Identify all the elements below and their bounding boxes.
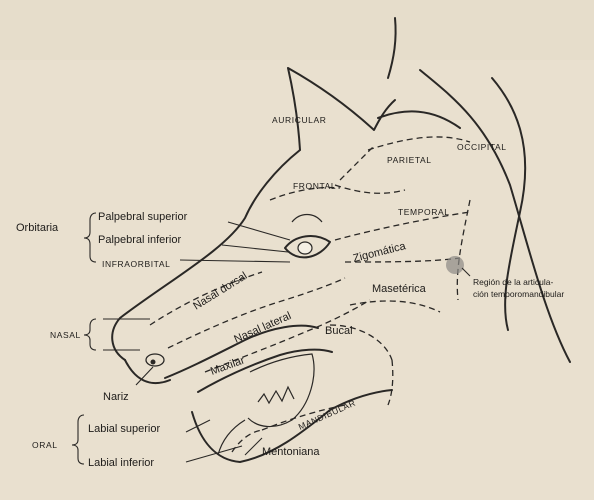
label-orbitaria: Orbitaria	[16, 222, 59, 234]
label-nariz: Nariz	[103, 391, 129, 403]
label-mentoniana: Mentoniana	[262, 446, 320, 458]
label-infraorbital: INFRAORBITAL	[102, 259, 170, 269]
label-occipital: OCCIPITAL	[457, 142, 507, 152]
eye-ball	[298, 242, 312, 254]
label-temporal: TEMPORAL	[398, 207, 450, 217]
label-region-line-1: Región de la articula-	[473, 277, 553, 287]
nostril-dot	[151, 360, 156, 365]
label-maseterica: Masetérica	[372, 283, 427, 295]
label-labial-inferior: Labial inferior	[88, 457, 154, 469]
label-nasal: NASAL	[50, 330, 81, 340]
label-auricular: AURICULAR	[272, 115, 327, 125]
label-frontal: FRONTAL	[293, 181, 336, 191]
paper-shade	[0, 0, 594, 60]
label-palpebral-inferior: Palpebral inferior	[98, 234, 181, 246]
label-palpebral-superior: Palpebral superior	[98, 211, 188, 223]
label-region-line-2: ción temporomandibular	[473, 289, 564, 299]
label-parietal: PARIETAL	[387, 155, 432, 165]
label-bucal: Bucal	[325, 325, 353, 337]
label-labial-superior: Labial superior	[88, 423, 160, 435]
tmj-marker	[446, 256, 464, 274]
label-oral: ORAL	[32, 440, 58, 450]
